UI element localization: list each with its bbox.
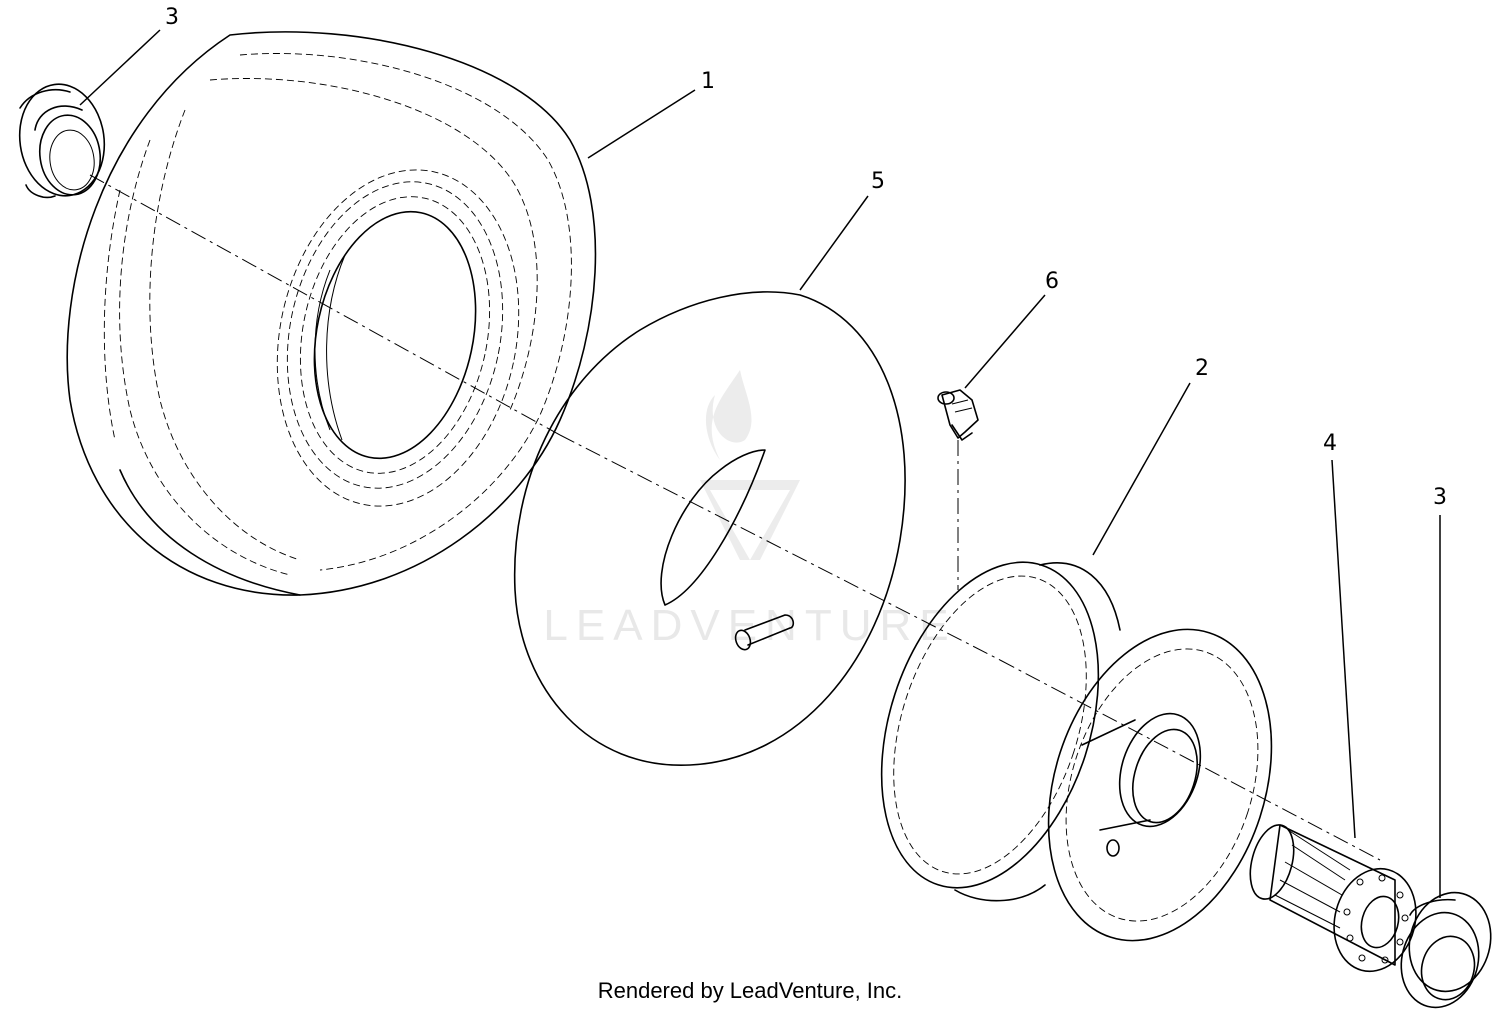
callout-2: 2 — [1195, 356, 1209, 381]
callout-5: 5 — [871, 169, 885, 194]
leader-lines — [79, 29, 1441, 898]
watermark: LEADVENTURE — [543, 370, 949, 650]
rim — [880, 561, 1273, 942]
bushing-bottom-right — [1400, 891, 1492, 1009]
footer-credit: Rendered by LeadVenture, Inc. — [598, 978, 903, 1003]
grease-fitting — [937, 389, 979, 441]
callouts: 3 1 5 6 2 4 3 — [165, 5, 1447, 510]
callout-6: 6 — [1045, 269, 1059, 294]
tire — [66, 31, 597, 596]
inner-tube — [513, 291, 906, 766]
callout-3-right: 3 — [1433, 485, 1447, 510]
assembly-axis — [89, 174, 1381, 861]
callout-1: 1 — [701, 69, 715, 94]
callout-3-top: 3 — [165, 5, 179, 30]
callout-4: 4 — [1323, 431, 1337, 456]
roller-bearing — [1249, 824, 1417, 973]
bushing-top-left — [18, 83, 106, 199]
